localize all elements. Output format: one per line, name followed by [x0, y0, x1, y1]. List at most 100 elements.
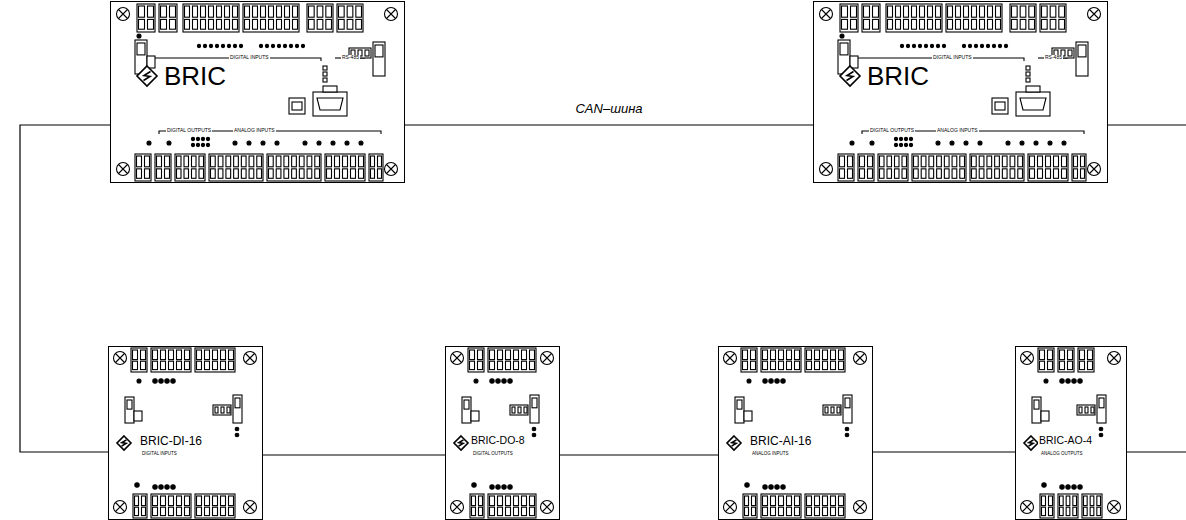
terminal-block	[141, 361, 146, 369]
terminal-block	[839, 350, 844, 360]
terminal-block	[1048, 361, 1053, 369]
terminal-block	[972, 156, 977, 167]
ethernet-port	[292, 102, 302, 110]
screw	[820, 8, 833, 21]
terminal-block	[987, 156, 992, 167]
bus-line-end	[1108, 124, 1186, 125]
terminal-block	[795, 507, 800, 515]
led-dot	[147, 141, 151, 145]
terminal-block	[1038, 348, 1054, 372]
terminal-block	[197, 507, 202, 515]
port-label: ANALOG INPUTS	[936, 128, 979, 134]
terminal-block	[815, 361, 820, 369]
terminal-block	[197, 350, 202, 360]
led-dot	[331, 141, 335, 145]
terminal-block	[807, 361, 812, 369]
terminal-block	[895, 169, 900, 178]
terminal-block	[887, 156, 892, 167]
terminal-block	[530, 350, 535, 360]
terminal-block	[339, 6, 345, 17]
screw	[451, 352, 464, 365]
terminal-block	[1050, 6, 1056, 17]
terminal-block	[795, 361, 800, 369]
connector-socket	[1068, 50, 1072, 56]
port-label: DIGITAL OUTPUTS	[166, 128, 212, 134]
terminal-block	[161, 19, 167, 29]
connector-socket	[823, 405, 841, 415]
led-dot	[781, 379, 785, 383]
device-name: BRIC	[163, 62, 227, 91]
terminal-block	[840, 169, 845, 178]
terminal-block	[1049, 507, 1053, 515]
terminal-block	[506, 507, 511, 515]
led-dot	[840, 34, 844, 38]
connector-socket	[213, 405, 231, 415]
pin	[323, 78, 327, 82]
controller-box: BRICDIGITAL INPUTSRS-485DIGITAL OUTPUTSA…	[110, 1, 405, 183]
connector-socket	[365, 50, 369, 56]
terminal-block	[530, 496, 535, 506]
led-dot	[906, 44, 909, 47]
terminal-block	[153, 496, 158, 506]
led-dot	[265, 44, 268, 47]
terminal-block	[292, 156, 297, 167]
led-dot	[317, 141, 321, 145]
led-dot	[870, 141, 874, 145]
screw	[854, 501, 867, 514]
terminal-block	[823, 507, 828, 515]
led-dot	[1060, 379, 1082, 383]
led-dot	[781, 485, 785, 489]
led-dot	[924, 44, 927, 47]
screw	[114, 501, 127, 514]
bus-line	[405, 124, 813, 125]
db9-port	[1016, 86, 1050, 116]
led-dot	[259, 44, 262, 47]
terminal-block	[468, 348, 484, 372]
terminal-block	[1028, 154, 1068, 181]
terminal-block	[988, 19, 993, 29]
connector-socket	[1097, 395, 1106, 423]
terminal-block	[309, 19, 315, 29]
port-label: ANALOG OUTPUTS	[1040, 452, 1084, 457]
terminal-block	[488, 494, 536, 518]
terminal-block	[151, 348, 191, 372]
bus-line	[560, 454, 718, 455]
terminal-block	[1038, 156, 1043, 167]
terminal-block	[873, 19, 879, 29]
terminal-block	[960, 156, 965, 167]
terminal-block	[161, 361, 166, 369]
terminal-block	[1050, 19, 1056, 29]
screw	[117, 163, 130, 176]
terminal-block	[840, 156, 845, 167]
connector-socket	[221, 407, 224, 413]
terminal-block	[929, 156, 934, 167]
device-drawing	[724, 348, 867, 518]
connector-socket	[510, 405, 528, 415]
port-label: ANALOG INPUTS	[751, 452, 790, 457]
terminal-block	[276, 169, 281, 178]
terminal-block	[1072, 154, 1086, 181]
led-dot	[135, 483, 139, 487]
terminal-block	[514, 507, 519, 515]
screw	[117, 8, 130, 21]
terminal-block	[339, 19, 345, 29]
terminal-block	[823, 496, 828, 506]
screw	[114, 352, 127, 365]
led-dot	[496, 379, 500, 383]
logo-symbol	[1029, 440, 1034, 446]
terminal-block	[1097, 496, 1101, 506]
terminal-block	[851, 6, 857, 17]
led-dot	[775, 379, 779, 383]
terminal-block	[243, 4, 299, 32]
screw	[541, 501, 554, 514]
led-dot	[763, 485, 767, 489]
connector-socket	[510, 405, 528, 415]
terminal-block	[1074, 156, 1078, 167]
terminal-block	[217, 19, 222, 29]
screw	[244, 501, 257, 514]
terminal-block	[1097, 507, 1101, 515]
terminal-block	[743, 361, 748, 369]
terminal-block	[980, 6, 985, 17]
terminal-block	[233, 6, 238, 17]
terminal-block	[213, 361, 218, 369]
